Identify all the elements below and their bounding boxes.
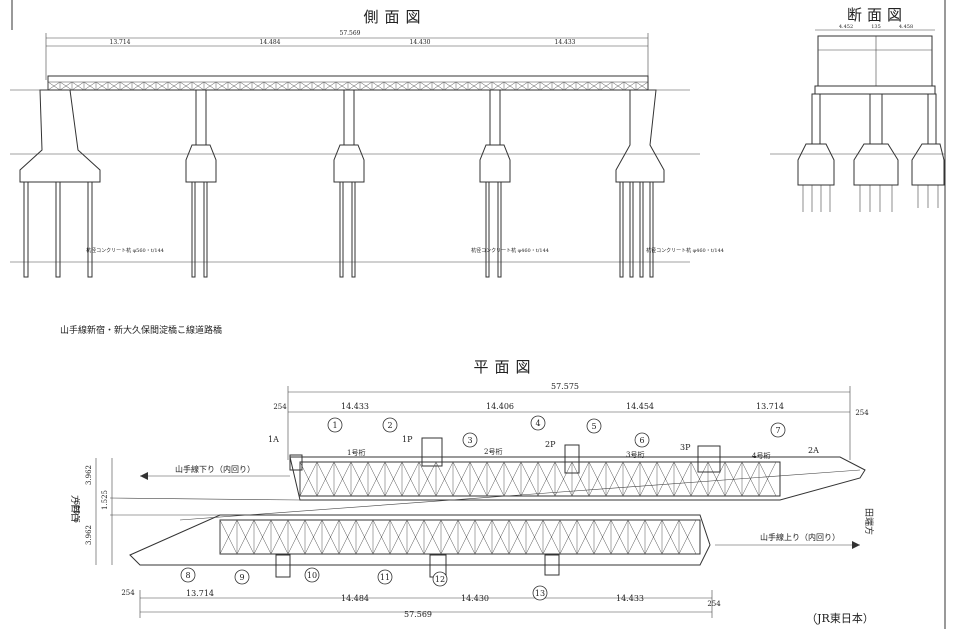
svg-text:5: 5	[591, 422, 596, 431]
side-span-3: 14.430	[410, 39, 431, 46]
svg-text:10: 10	[307, 571, 317, 580]
pile-note-2: 杭径コンクリート杭 φ460・t/144	[471, 247, 549, 254]
section-dim-2: 135	[871, 24, 881, 30]
right-direction-label: 田端方	[863, 508, 875, 535]
plan-left-dim-3: 3.962	[85, 525, 93, 545]
pile-note-1: 杭径コンクリート杭 φ560・t/144	[86, 247, 164, 254]
svg-text:1: 1	[332, 421, 337, 430]
svg-text:4: 4	[535, 419, 540, 428]
svg-text:3: 3	[467, 436, 472, 445]
girder-label-2: 2号桁	[484, 447, 502, 456]
marker-2: 2	[382, 417, 398, 433]
pier-1	[185, 89, 217, 278]
side-total-span: 57.569	[340, 30, 361, 37]
side-span-4: 14.433	[555, 39, 576, 46]
marker-10: 10	[304, 567, 320, 583]
plan-edge-dim-1: 254	[273, 403, 287, 411]
marker-9: 9	[234, 569, 250, 585]
plan-top-span-1: 14.433	[341, 402, 369, 411]
side-span-1: 13.714	[110, 39, 131, 46]
support-2P: 2P	[545, 440, 556, 449]
svg-text:13: 13	[535, 589, 545, 598]
stamp-text: （JR東日本）	[806, 611, 874, 625]
right-abutment-piles	[619, 181, 654, 278]
pile-note-3: 杭径コンクリート杭 φ460・t/144	[646, 247, 724, 254]
marker-7: 7	[770, 422, 786, 438]
plan-total-top: 57.575	[551, 382, 579, 391]
plan-bottom-span-1: 13.714	[186, 589, 214, 598]
plan-top-span-3: 14.454	[626, 402, 654, 411]
marker-13: 13	[532, 585, 548, 601]
marker-5: 5	[586, 418, 602, 434]
plan-top-span-4: 13.714	[756, 402, 784, 411]
plan-left-dim-2: 1.525	[101, 490, 109, 510]
section-view: 断面図 4.452 135 4.458	[770, 6, 945, 212]
section-dim-3: 4.458	[899, 24, 913, 30]
svg-text:6: 6	[639, 436, 644, 445]
svg-text:2: 2	[387, 421, 392, 430]
pier-2	[333, 89, 365, 278]
support-3P: 3P	[680, 443, 691, 452]
marker-6: 6	[634, 432, 650, 448]
svg-text:12: 12	[435, 575, 445, 584]
girder-label-1: 1号桁	[347, 448, 365, 457]
svg-text:7: 7	[775, 426, 780, 435]
marker-8: 8	[180, 567, 196, 583]
plan-width-dim: 9.449	[73, 500, 82, 523]
plan-top-span-2: 14.406	[486, 402, 514, 411]
track-up-label: 山手線上り（内回り）	[760, 532, 840, 542]
side-view-title: 側面図	[363, 8, 426, 26]
bridge-name: 山手線新宿・新大久保間淀橋こ線道路橋	[60, 324, 222, 336]
plan-view: 平面図 57.575 254 254 14.433 14.406 14.454 …	[69, 358, 875, 619]
plan-edge-dim-4: 254	[707, 600, 721, 608]
girder-label-3: 3号桁	[626, 450, 644, 459]
plan-left-dim-1: 3.962	[85, 465, 93, 485]
svg-text:11: 11	[380, 573, 390, 582]
marker-1: 1	[327, 417, 343, 433]
marker-3: 3	[462, 432, 478, 448]
plan-view-title: 平面図	[473, 358, 536, 376]
support-1A: 1A	[268, 435, 279, 444]
left-direction-label: 方目白	[69, 495, 81, 522]
section-view-title: 断面図	[847, 6, 907, 24]
arrow-right-icon	[852, 541, 860, 549]
plan-total-bottom: 57.569	[404, 610, 432, 619]
plan-edge-dim-2: 254	[855, 409, 869, 417]
pier-3	[479, 89, 511, 278]
side-span-2: 14.484	[260, 39, 281, 46]
side-view: 側面図 57.569 13.714 14.484 14.430 14.433	[10, 8, 724, 278]
svg-text:8: 8	[185, 571, 190, 580]
girder-label-4: 4号桁	[752, 451, 770, 460]
section-dim-1: 4.452	[839, 24, 853, 30]
marker-4: 4	[530, 415, 546, 431]
svg-text:9: 9	[239, 573, 244, 582]
support-1P: 1P	[402, 435, 413, 444]
track-down-label: 山手線下り（内回り）	[175, 464, 255, 474]
support-2A: 2A	[808, 446, 819, 455]
plan-bottom-span-3: 14.430	[461, 594, 489, 603]
plan-bottom-span-2: 14.484	[341, 594, 369, 603]
plan-bottom-span-4: 14.433	[616, 594, 644, 603]
plan-edge-dim-3: 254	[121, 589, 135, 597]
left-abutment-piles	[23, 181, 93, 278]
marker-12: 12	[432, 571, 448, 587]
marker-11: 11	[377, 569, 393, 585]
arrow-left-icon	[140, 472, 148, 480]
